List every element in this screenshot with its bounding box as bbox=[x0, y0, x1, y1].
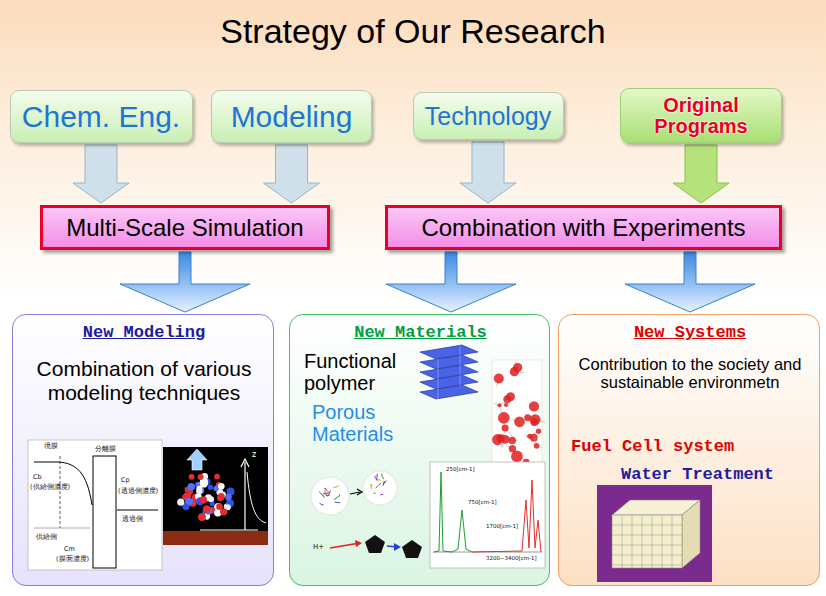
panel-text: Contribution to the society and sustaina… bbox=[575, 355, 805, 392]
panel-heading: New Modeling bbox=[13, 323, 275, 342]
source-box: Modeling bbox=[211, 90, 372, 143]
label-slot: H+ bbox=[313, 544, 324, 551]
proton-transfer-sketch bbox=[311, 471, 422, 558]
triangle-arrow bbox=[386, 252, 516, 312]
illustration-label: 透過側 bbox=[122, 516, 143, 523]
source-box: Original Programs bbox=[620, 88, 782, 143]
polymer-network bbox=[492, 360, 545, 470]
panel-fill bbox=[12, 314, 274, 586]
illustration-label: 250[cm-1] bbox=[446, 467, 475, 473]
source-box: Technology bbox=[413, 92, 564, 140]
text-slot: Porous Materials bbox=[312, 401, 420, 446]
box-label: Chem. Eng. bbox=[22, 100, 180, 134]
illustration-label: 境膜 bbox=[44, 443, 58, 450]
spectrum-chart bbox=[430, 462, 545, 568]
text-slot: New Materials bbox=[290, 323, 551, 342]
text-slot: Contribution to the society and sustaina… bbox=[575, 355, 805, 392]
illustration-label: 1700[cm-1] bbox=[486, 524, 518, 530]
text-slot: New Modeling bbox=[13, 323, 275, 342]
text-slot: Combination of various modeling techniqu… bbox=[23, 357, 265, 404]
block-arrow bbox=[673, 145, 729, 203]
panel-fill bbox=[558, 314, 820, 586]
illustration-label: 供給側 bbox=[36, 534, 57, 541]
label-slot: 1700[cm-1] bbox=[486, 524, 518, 530]
label-slot: 供給側 bbox=[36, 534, 57, 541]
block-arrow bbox=[460, 142, 516, 203]
outcome-panel: New SystemsContribution to the society a… bbox=[558, 314, 820, 586]
title-area: Strategy of Our Research bbox=[0, 12, 826, 51]
label-slot: 分離膜 bbox=[95, 446, 116, 453]
label-slot: 250[cm-1] bbox=[446, 467, 475, 473]
illustration-label: z bbox=[252, 451, 256, 459]
block-arrow bbox=[264, 145, 320, 203]
box-label: Multi-Scale Simulation bbox=[66, 214, 303, 242]
title-text: Strategy of Our Research bbox=[220, 12, 606, 51]
illustration-label: 750[cm-1] bbox=[468, 500, 497, 506]
porous-slabs bbox=[420, 345, 478, 399]
illustration-label: (膜面濃度) bbox=[56, 556, 89, 563]
illustration-label: H+ bbox=[313, 544, 324, 551]
box-label: Modeling bbox=[231, 100, 353, 134]
label-slot: (透過側濃度) bbox=[118, 488, 158, 495]
triangle-arrow bbox=[625, 252, 755, 312]
outcome-panel: New ModelingCombination of various model… bbox=[12, 314, 274, 586]
label-slot: Cb bbox=[33, 474, 42, 481]
illustration-label: (透過側濃度) bbox=[118, 488, 158, 495]
box-label: Original Programs bbox=[641, 95, 761, 137]
block-arrow bbox=[73, 145, 129, 203]
label-slot: Cp bbox=[121, 477, 130, 484]
box-label: Combination with Experiments bbox=[421, 214, 745, 242]
label-slot: Cm bbox=[64, 546, 75, 553]
water-treatment-tank bbox=[597, 485, 712, 582]
illustration-label: Cm bbox=[64, 546, 75, 553]
method-box: Combination with Experiments bbox=[385, 205, 782, 250]
text-slot: Functional polymer bbox=[304, 350, 416, 395]
illustration-label: 3200~3400[cm-1] bbox=[486, 556, 537, 562]
label-slot: 境膜 bbox=[44, 443, 58, 450]
text-slot: Water Treatment bbox=[621, 465, 811, 484]
label-slot: 750[cm-1] bbox=[468, 500, 497, 506]
label-slot: 3200~3400[cm-1] bbox=[486, 556, 537, 562]
top-band bbox=[0, 0, 826, 300]
panel-text: Porous Materials bbox=[312, 401, 420, 446]
text-slot: New Systems bbox=[559, 323, 821, 342]
system-name: Fuel Cell system bbox=[571, 437, 811, 456]
method-box: Multi-Scale Simulation bbox=[40, 205, 330, 250]
membrane-diagram bbox=[28, 440, 162, 570]
simulation-snapshot bbox=[163, 447, 268, 545]
illustration-label: Cp bbox=[121, 477, 130, 484]
panel-text: Combination of various modeling techniqu… bbox=[23, 357, 265, 404]
illustration-label: (供給側濃度) bbox=[30, 484, 70, 491]
source-box: Chem. Eng. bbox=[10, 90, 193, 143]
system-name: Water Treatment bbox=[621, 465, 811, 484]
outcome-panel: New MaterialsFunctional polymerPorous Ma… bbox=[289, 314, 550, 586]
panel-fill bbox=[289, 314, 550, 586]
panel-heading: New Materials bbox=[290, 323, 551, 342]
label-slot: (膜面濃度) bbox=[56, 556, 89, 563]
text-slot: Fuel Cell system bbox=[571, 437, 811, 456]
label-slot: 透過側 bbox=[122, 516, 143, 523]
illustration-label: Cb bbox=[33, 474, 42, 481]
illustration-label: 分離膜 bbox=[95, 446, 116, 453]
label-slot: z bbox=[252, 451, 256, 459]
box-label: Technology bbox=[425, 102, 551, 131]
triangle-arrow bbox=[120, 252, 250, 312]
panel-heading: New Systems bbox=[559, 323, 821, 342]
panel-text: Functional polymer bbox=[304, 350, 416, 395]
label-slot: (供給側濃度) bbox=[30, 484, 70, 491]
